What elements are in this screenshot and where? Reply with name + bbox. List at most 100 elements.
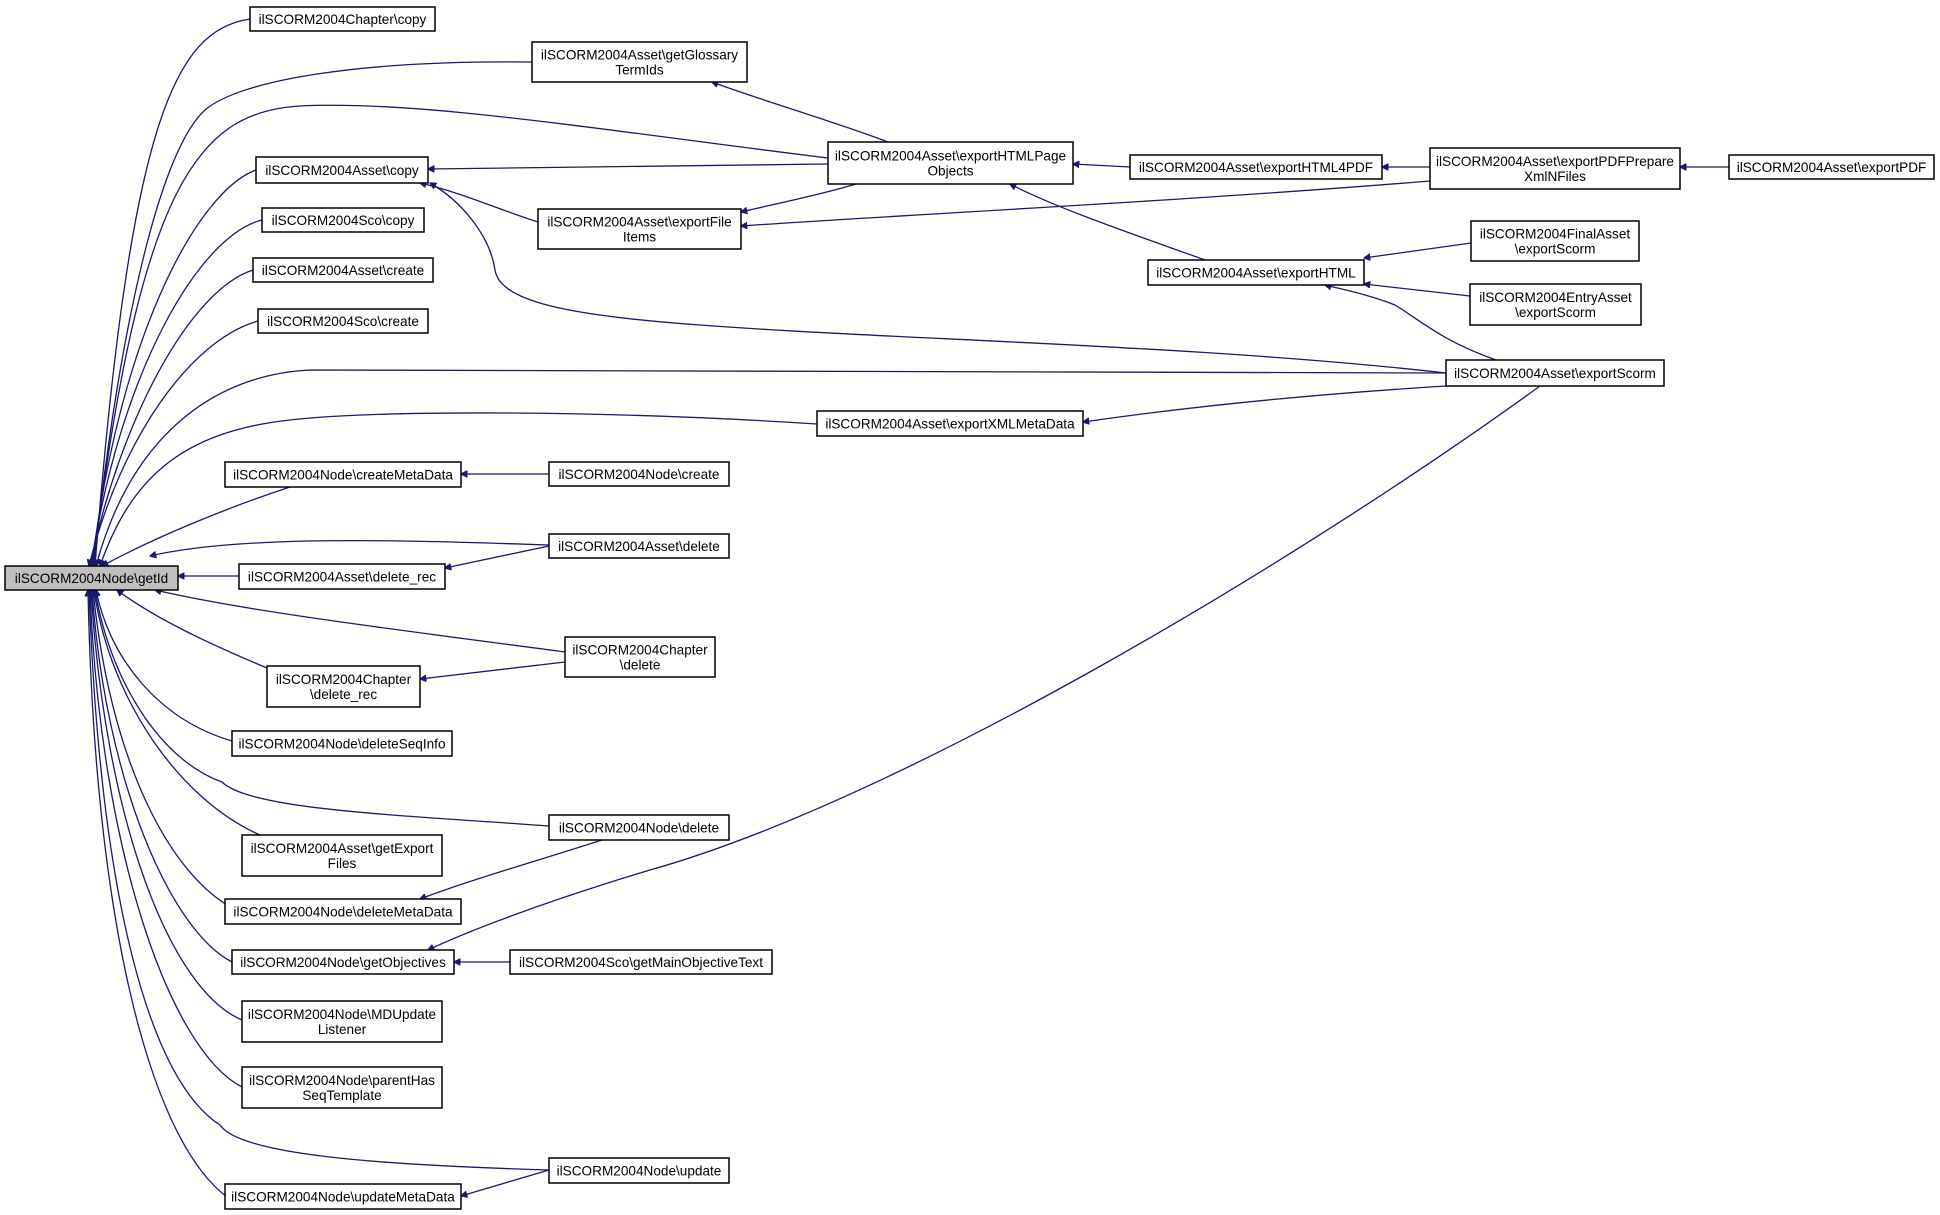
node-asset_exportHTML[interactable]: ilSCORM2004Asset\exportHTML <box>1147 259 1365 286</box>
edge-node_deleteMeta-to-getId <box>93 590 241 913</box>
node-asset_exportPDF[interactable]: ilSCORM2004Asset\exportPDF <box>1728 154 1935 180</box>
node-label: \exportScorm <box>1515 242 1596 257</box>
node-label: ilSCORM2004Sco\create <box>267 314 419 329</box>
node-label: ilSCORM2004Chapter\copy <box>259 12 427 27</box>
node-node_create[interactable]: ilSCORM2004Node\create <box>548 461 730 487</box>
node-label: ilSCORM2004Asset\exportPDF <box>1737 160 1927 175</box>
node-label: XmlNFiles <box>1524 169 1586 184</box>
node-node_createMeta[interactable]: ilSCORM2004Node\createMetaData <box>224 461 462 488</box>
node-label: ilSCORM2004Asset\exportHTML4PDF <box>1139 160 1373 175</box>
edge-asset_exportScorm-to-asset_exportHTML <box>1325 285 1497 361</box>
node-box <box>816 410 1084 437</box>
node-box <box>255 156 429 184</box>
node-label: ilSCORM2004Node\deleteSeqInfo <box>238 737 445 752</box>
node-label: ilSCORM2004Node\getObjectives <box>240 955 446 970</box>
node-sco_copy[interactable]: ilSCORM2004Sco\copy <box>261 207 425 233</box>
edge-asset_exportScorm-to-getId <box>96 369 1447 566</box>
node-asset_exportXMLMeta[interactable]: ilSCORM2004Asset\exportXMLMetaData <box>816 410 1084 437</box>
node-label: ilSCORM2004Sco\copy <box>272 213 415 228</box>
edge-node_getObjectives-to-getId <box>92 590 233 963</box>
node-box <box>1429 147 1681 190</box>
node-label: ilSCORM2004Node\MDUpdate <box>248 1007 436 1022</box>
node-box <box>548 461 730 487</box>
node-label: ilSCORM2004Chapter <box>276 672 412 687</box>
edge-asset_exportHTMLPage-to-asset_glossary <box>712 82 889 143</box>
node-box <box>231 730 453 757</box>
node-label: ilSCORM2004Node\updateMetaData <box>231 1190 455 1205</box>
node-node_getObjectives[interactable]: ilSCORM2004Node\getObjectives <box>231 949 455 975</box>
node-box <box>224 461 462 488</box>
node-box <box>509 949 773 975</box>
node-asset_exportHTML4PDF[interactable]: ilSCORM2004Asset\exportHTML4PDF <box>1129 154 1383 180</box>
edge-asset_exportHTMLPage-to-asset_copy <box>428 163 829 169</box>
node-box <box>249 6 436 32</box>
node-box <box>241 1000 443 1043</box>
node-label: ilSCORM2004Asset\exportHTML <box>1156 266 1356 281</box>
node-box <box>4 565 179 591</box>
node-label: ilSCORM2004Asset\exportHTMLPage <box>835 149 1066 164</box>
node-asset_delete_rec[interactable]: ilSCORM2004Asset\delete_rec <box>238 563 446 590</box>
node-label: SeqTemplate <box>302 1088 381 1103</box>
node-node_deleteMeta[interactable]: ilSCORM2004Node\deleteMetaData <box>224 898 462 925</box>
node-box <box>531 41 748 83</box>
node-box <box>241 834 443 877</box>
node-getId[interactable]: ilSCORM2004Node\getId <box>4 565 179 591</box>
edge-node_deleteSeq-to-getId <box>96 590 233 742</box>
node-label: \delete_rec <box>310 687 377 702</box>
node-entry_exportScorm[interactable]: ilSCORM2004EntryAsset\exportScorm <box>1469 283 1642 326</box>
edge-asset_exportHTML-to-asset_exportHTMLPage <box>1010 184 1206 261</box>
node-node_delete[interactable]: ilSCORM2004Node\delete <box>548 814 730 841</box>
edge-asset_exportHTML4PDF-to-asset_exportHTMLPage <box>1073 164 1131 167</box>
edge-sco_create-to-getId <box>89 320 259 566</box>
edge-asset_exportScorm-to-asset_exportXMLMeta <box>1083 385 1447 422</box>
node-sco_create[interactable]: ilSCORM2004Sco\create <box>257 308 429 334</box>
node-chapter_delete_rec[interactable]: ilSCORM2004Chapter\delete_rec <box>266 665 421 708</box>
edge-chapter_delete-to-getId <box>155 590 566 653</box>
node-box <box>564 636 716 678</box>
node-box <box>1147 259 1365 286</box>
edge-final_exportScorm-to-asset_exportHTML <box>1364 242 1472 258</box>
node-chapter_delete[interactable]: ilSCORM2004Chapter\delete <box>564 636 716 678</box>
node-label: ilSCORM2004Asset\copy <box>265 163 419 178</box>
edge-node_createMeta-to-getId <box>102 486 291 566</box>
edge-asset_delete-to-asset_delete_rec <box>445 545 550 568</box>
node-sco_getMainObj[interactable]: ilSCORM2004Sco\getMainObjectiveText <box>509 949 773 975</box>
node-label: ilSCORM2004Asset\getExport <box>251 841 434 856</box>
edge-node_updateMeta-to-getId <box>88 590 251 1210</box>
node-box <box>231 949 455 975</box>
node-label: ilSCORM2004Node\createMetaData <box>233 468 453 483</box>
node-asset_exportPDFPrepare[interactable]: ilSCORM2004Asset\exportPDFPrepareXmlNFil… <box>1429 147 1681 190</box>
node-label: Items <box>623 230 656 245</box>
edge-chapter_delete-to-chapter_delete_rec <box>420 661 566 679</box>
edge-asset_exportScorm-to-node_getObjectives <box>428 385 1541 950</box>
node-node_deleteSeq[interactable]: ilSCORM2004Node\deleteSeqInfo <box>231 730 453 757</box>
edge-asset_getExport-to-getId <box>94 590 261 836</box>
node-asset_exportScorm[interactable]: ilSCORM2004Asset\exportScorm <box>1445 359 1665 387</box>
node-asset_delete[interactable]: ilSCORM2004Asset\delete <box>548 533 730 559</box>
nodes: ilSCORM2004Node\getIdilSCORM2004Chapter\… <box>4 6 1935 1210</box>
node-box <box>548 533 730 559</box>
node-box <box>1445 359 1665 387</box>
node-label: \exportScorm <box>1515 305 1596 320</box>
node-asset_copy[interactable]: ilSCORM2004Asset\copy <box>255 156 429 184</box>
edge-node_delete-to-node_deleteMeta <box>420 839 603 899</box>
edge-asset_exportXMLMeta-to-getId <box>100 412 818 566</box>
node-box <box>241 1066 443 1109</box>
node-node_update[interactable]: ilSCORM2004Node\update <box>548 1157 730 1184</box>
node-label: ilSCORM2004Asset\create <box>262 263 424 278</box>
node-asset_create[interactable]: ilSCORM2004Asset\create <box>252 257 434 283</box>
node-box <box>224 898 462 925</box>
node-node_updateMeta[interactable]: ilSCORM2004Node\updateMetaData <box>224 1183 462 1210</box>
node-label: ilSCORM2004Node\getId <box>15 571 168 586</box>
node-box <box>252 257 434 283</box>
node-final_exportScorm[interactable]: ilSCORM2004FinalAsset\exportScorm <box>1470 220 1640 262</box>
node-chapter_copy[interactable]: ilSCORM2004Chapter\copy <box>249 6 436 32</box>
node-box <box>1129 154 1383 180</box>
node-label: ilSCORM2004Node\deleteMetaData <box>233 905 453 920</box>
